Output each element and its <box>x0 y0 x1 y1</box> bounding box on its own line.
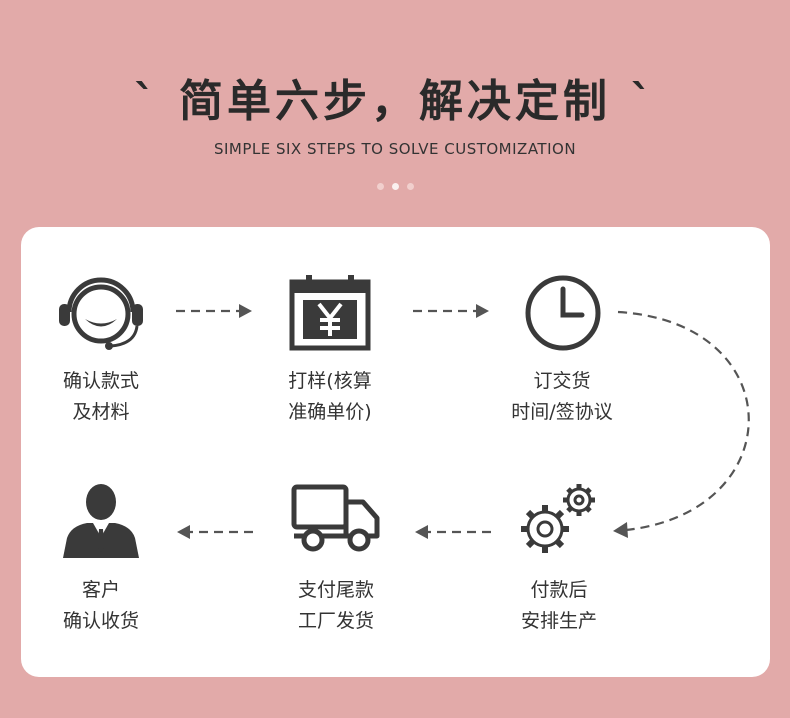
person-icon <box>63 484 139 558</box>
step-5-line1: 支付尾款 <box>297 579 374 601</box>
step-2-line2: 准确单价) <box>288 401 372 423</box>
step-5-label: 支付尾款 工厂发货 <box>256 575 416 637</box>
step-3-label: 订交货 时间/签协议 <box>482 366 642 428</box>
step-5-line2: 工厂发货 <box>297 610 374 632</box>
step-connectors <box>176 304 750 539</box>
step-6-label: 客户 确认收货 <box>21 575 181 637</box>
gears-icon <box>521 484 595 553</box>
step-6-line1: 客户 <box>81 579 120 601</box>
step-6-line2: 确认收货 <box>62 610 139 632</box>
step-1-line2: 及材料 <box>72 401 130 423</box>
dot-active <box>391 183 399 190</box>
step-2-line1: 打样(核算 <box>288 370 372 392</box>
page-subtitle: SIMPLE SIX STEPS TO SOLVE CUSTOMIZATION <box>213 140 577 158</box>
dot <box>376 183 384 190</box>
arrow-3-4 <box>617 310 750 532</box>
step-2-label: 打样(核算 准确单价) <box>250 366 410 428</box>
step-1-line1: 确认款式 <box>62 370 139 392</box>
steps-card: 确认款式 及材料 打样(核算 准确单价) 订交货 时间/签协议 付款后 安排生产… <box>21 227 770 677</box>
truck-icon <box>291 484 380 552</box>
step-1-label: 确认款式 及材料 <box>21 366 181 428</box>
clock-icon <box>525 275 601 351</box>
step-3-line2: 时间/签协议 <box>511 401 613 423</box>
headset-icon <box>59 277 143 350</box>
step-4-line2: 安排生产 <box>520 610 597 632</box>
calendar-yen-icon <box>289 275 371 351</box>
dot <box>406 183 414 190</box>
step-3-line1: 订交货 <box>533 370 591 392</box>
step-4-line1: 付款后 <box>530 579 588 601</box>
step-4-label: 付款后 安排生产 <box>479 575 639 637</box>
page-title: ` 简单六步，解决定制 ` <box>133 76 657 127</box>
carousel-dots <box>0 175 790 194</box>
